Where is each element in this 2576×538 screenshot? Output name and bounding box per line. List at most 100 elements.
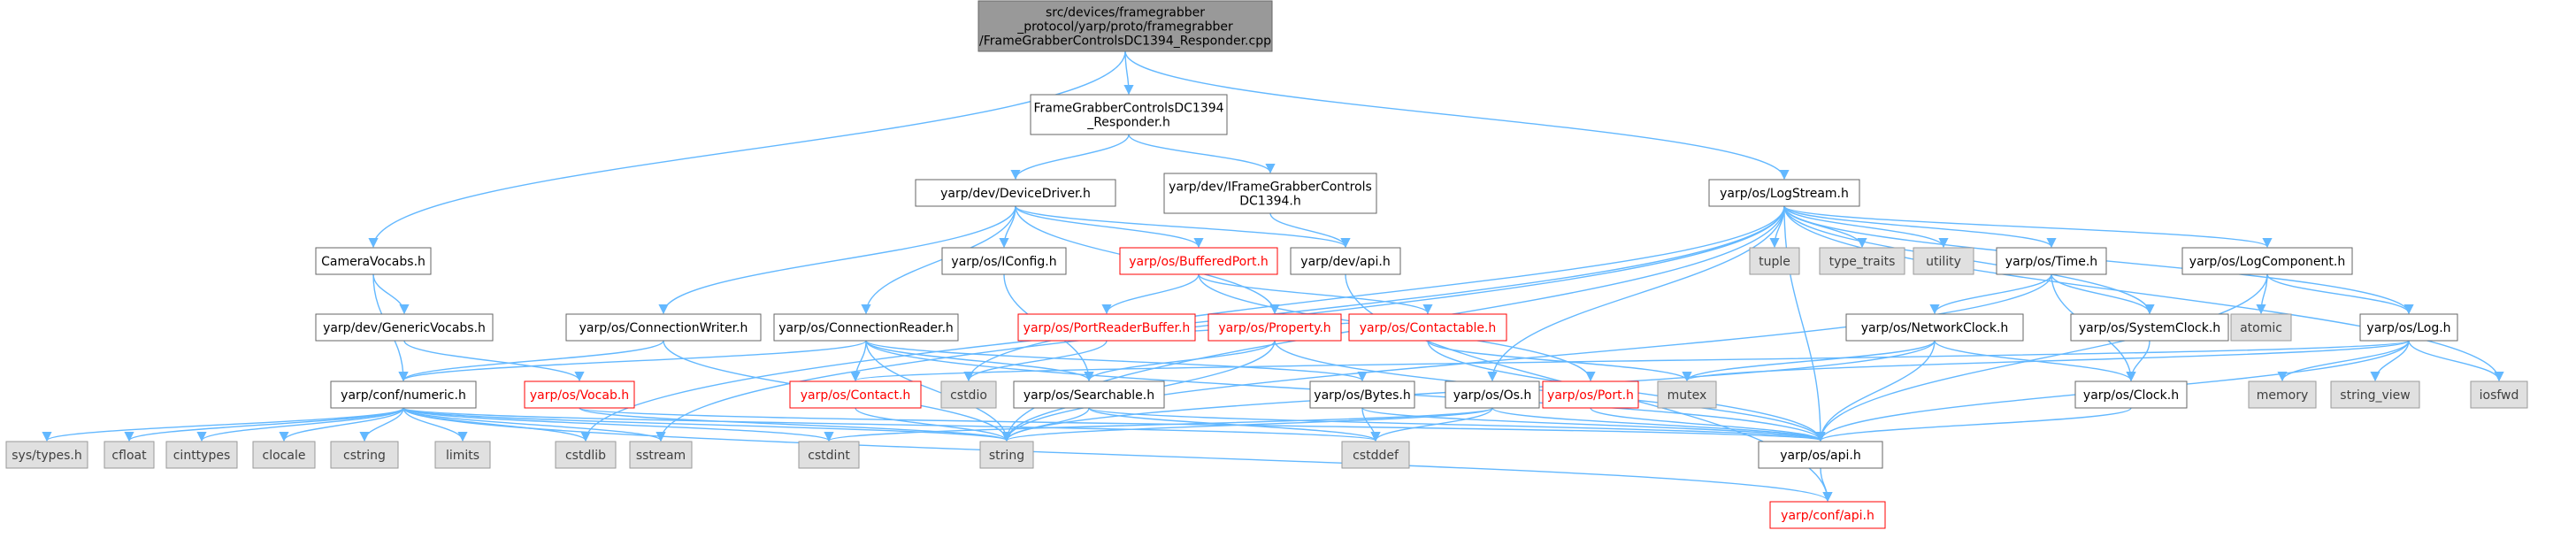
node-label: yarp/os/Time.h — [2005, 255, 2097, 269]
node-time[interactable]: yarp/os/Time.h — [1996, 247, 2107, 275]
node-label: yarp/dev/DeviceDriver.h — [940, 187, 1091, 201]
edge-connreader-to-contact — [850, 340, 867, 382]
dependency-edges — [42, 50, 2504, 503]
node-devicedriver[interactable]: yarp/dev/DeviceDriver.h — [915, 179, 1116, 207]
node-label: atomic — [2240, 321, 2282, 335]
edge-searchable-to-cstddef — [1088, 407, 1381, 442]
node-cstring: cstring — [330, 441, 399, 469]
node-label: /FrameGrabberControlsDC1394_Responder.cp… — [979, 35, 1271, 49]
node-box — [978, 0, 1273, 52]
edge-os-to-string — [1001, 407, 1493, 442]
edge-vocab-to-osapi — [579, 407, 1825, 442]
edge-contactable-to-mutex — [1427, 340, 1692, 382]
node-label: yarp/os/Clock.h — [2083, 388, 2179, 403]
node-systemclock[interactable]: yarp/os/SystemClock.h — [2070, 313, 2229, 342]
node-label: yarp/os/NetworkClock.h — [1861, 321, 2009, 335]
node-portreaderbuffer[interactable]: yarp/os/PortReaderBuffer.h — [1017, 313, 1196, 342]
node-box — [330, 441, 399, 469]
node-box — [1758, 441, 1883, 469]
node-label: DC1394.h — [1239, 195, 1301, 209]
node-label: yarp/os/ConnectionReader.h — [778, 321, 954, 335]
node-label: sstream — [636, 449, 686, 463]
node-box — [1348, 313, 1507, 342]
node-bufferedport[interactable]: yarp/os/BufferedPort.h — [1119, 247, 1278, 275]
node-cstddef: cstddef — [1341, 441, 1410, 469]
node-box — [789, 380, 922, 409]
node-searchable[interactable]: yarp/os/Searchable.h — [1013, 380, 1165, 409]
node-box — [629, 441, 693, 469]
node-os[interactable]: yarp/os/Os.h — [1445, 380, 1540, 409]
node-cstdio: cstdio — [940, 380, 997, 409]
node-memory: memory — [2248, 380, 2317, 409]
node-contact[interactable]: yarp/os/Contact.h — [789, 380, 922, 409]
node-label: mutex — [1668, 388, 1707, 403]
edge-systemclock-to-clock — [2126, 340, 2150, 382]
node-vocab[interactable]: yarp/os/Vocab.h — [524, 380, 635, 409]
node-label: src/devices/framegrabber — [1046, 6, 1205, 20]
node-networkclock[interactable]: yarp/os/NetworkClock.h — [1845, 313, 2024, 342]
node-box — [1769, 501, 1886, 529]
edge-numeric-to-systypes — [42, 407, 404, 442]
node-atomic: atomic — [2230, 313, 2292, 342]
node-box — [2470, 380, 2528, 409]
node-label: yarp/os/IConfig.h — [951, 255, 1056, 269]
node-fgr[interactable]: FrameGrabberControlsDC1394_Responder.h — [1030, 94, 1228, 135]
node-mutex: mutex — [1657, 380, 1717, 409]
node-contactable[interactable]: yarp/os/Contactable.h — [1348, 313, 1507, 342]
node-connreader[interactable]: yarp/os/ConnectionReader.h — [773, 313, 959, 342]
node-property[interactable]: yarp/os/Property.h — [1208, 313, 1342, 342]
node-label: yarp/os/Vocab.h — [530, 388, 629, 403]
node-port[interactable]: yarp/os/Port.h — [1542, 380, 1639, 409]
node-tuple: tuple — [1749, 247, 1800, 275]
node-devapi[interactable]: yarp/dev/api.h — [1290, 247, 1401, 275]
node-cstdlib: cstdlib — [555, 441, 617, 469]
edge-bufferedport-to-contactable — [1198, 273, 1433, 315]
node-label: tuple — [1759, 255, 1790, 269]
edge-networkclock-to-osapi — [1815, 340, 1936, 442]
edge-numeric-to-string — [402, 407, 1012, 442]
edge-devicedriver-to-connwriter — [658, 205, 1016, 315]
edge-fgr-to-devicedriver — [1010, 134, 1130, 181]
node-label: yarp/os/Log.h — [2366, 321, 2450, 335]
node-label: yarp/conf/api.h — [1781, 509, 1874, 523]
node-box — [1708, 179, 1860, 207]
node-connwriter[interactable]: yarp/os/ConnectionWriter.h — [565, 313, 762, 342]
node-label: yarp/os/Contactable.h — [1360, 321, 1497, 335]
node-label: cstdlib — [565, 449, 606, 463]
node-sstream: sstream — [629, 441, 693, 469]
node-label: yarp/conf/numeric.h — [341, 388, 466, 403]
node-box — [2248, 380, 2317, 409]
node-label: clocale — [263, 449, 306, 463]
node-label: yarp/os/LogStream.h — [1720, 187, 1849, 201]
node-iconfig[interactable]: yarp/os/IConfig.h — [941, 247, 1067, 275]
node-log[interactable]: yarp/os/Log.h — [2359, 313, 2458, 342]
node-numeric[interactable]: yarp/conf/numeric.h — [330, 380, 477, 409]
node-osapi[interactable]: yarp/os/api.h — [1758, 441, 1883, 469]
node-clock[interactable]: yarp/os/Clock.h — [2074, 380, 2188, 409]
edge-networkclock-to-clock — [1934, 340, 2136, 382]
node-box — [165, 441, 238, 469]
edge-connwriter-to-numeric — [398, 340, 664, 382]
node-root[interactable]: src/devices/framegrabber_protocol/yarp/p… — [978, 0, 1273, 52]
edge-bufferedport-to-portreaderbuffer — [1101, 273, 1200, 315]
node-box — [330, 380, 477, 409]
node-label: yarp/os/SystemClock.h — [2079, 321, 2220, 335]
node-label: yarp/os/Os.h — [1453, 388, 1531, 403]
node-box — [2070, 313, 2229, 342]
edge-searchable-to-osapi — [1088, 407, 1826, 442]
node-bytes[interactable]: yarp/os/Bytes.h — [1309, 380, 1415, 409]
edge-os-to-osapi — [1491, 407, 1826, 442]
node-label: cstring — [343, 449, 386, 463]
edge-log-to-string_view — [2370, 340, 2410, 382]
edge-networkclock-to-mutex — [1682, 340, 1936, 382]
node-confapi[interactable]: yarp/conf/api.h — [1769, 501, 1886, 529]
node-logstream[interactable]: yarp/os/LogStream.h — [1708, 179, 1860, 207]
node-logcomponent[interactable]: yarp/os/LogComponent.h — [2181, 247, 2353, 275]
node-box — [1996, 247, 2107, 275]
node-box — [798, 441, 860, 469]
edge-logstream-to-time — [1783, 205, 2057, 249]
node-camvocabs[interactable]: CameraVocabs.h — [315, 247, 432, 275]
node-genericvocabs[interactable]: yarp/dev/GenericVocabs.h — [315, 313, 494, 342]
